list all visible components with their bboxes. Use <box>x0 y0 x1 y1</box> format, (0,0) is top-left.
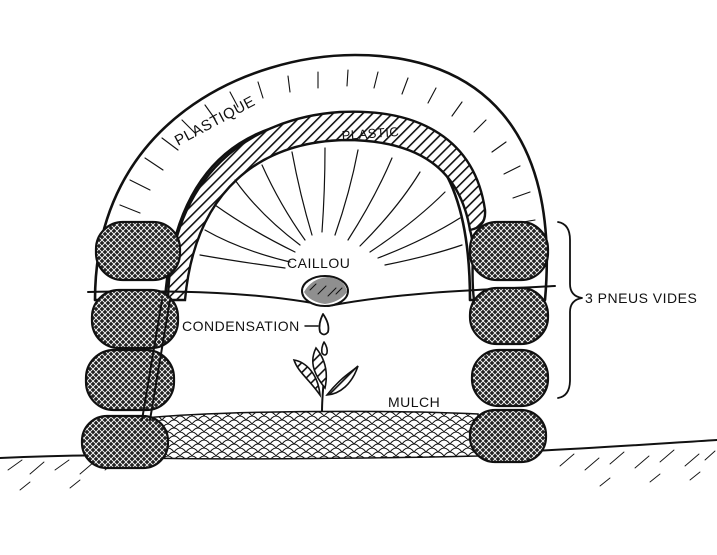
tire <box>94 220 182 282</box>
plant <box>292 346 359 413</box>
tires-label: 3 PNEUS VIDES <box>585 290 697 306</box>
tire <box>468 286 550 346</box>
condensation-lines <box>199 147 463 269</box>
condensation-label: CONDENSATION <box>182 318 300 334</box>
inner-plastic-label: PLASTIC <box>341 124 400 143</box>
left-tire-stack <box>80 220 182 470</box>
tire <box>470 348 550 408</box>
mulch-layer <box>144 410 479 460</box>
tire <box>80 414 170 470</box>
tire-bracket <box>557 221 583 399</box>
tire <box>468 408 548 464</box>
tire <box>90 288 180 350</box>
right-tire-stack <box>468 220 550 464</box>
water-droplets <box>318 313 330 356</box>
tire <box>468 220 550 282</box>
stone-label: CAILLOU <box>287 255 350 271</box>
mulch-label: MULCH <box>388 394 440 410</box>
stone <box>301 275 349 307</box>
